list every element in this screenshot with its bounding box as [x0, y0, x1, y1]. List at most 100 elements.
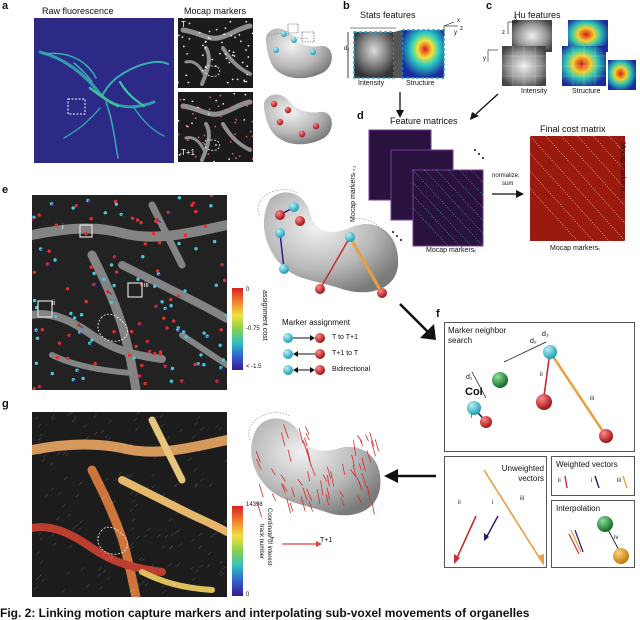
panel-b-label: b	[343, 0, 350, 12]
assignment-legend-glyphs	[283, 333, 325, 375]
weighted-vectors-title: Weighted vectors	[556, 460, 618, 469]
unweighted-vectors-box	[444, 456, 547, 568]
panel-g-label: g	[2, 398, 9, 410]
organelle-3d-shapes	[263, 23, 332, 145]
sum-label: sum	[502, 181, 514, 187]
f-d3: d₃	[542, 331, 549, 338]
b-intensity-label: Intensity	[358, 80, 385, 87]
interpolation-box	[551, 500, 635, 568]
stats-features-cubes	[347, 21, 458, 79]
feature-arrows	[396, 92, 499, 120]
assignment-cost-colorbar	[232, 288, 243, 370]
b-x-axis: x	[457, 18, 460, 24]
b-z-axis: z	[460, 26, 463, 32]
f-d2: d₂	[530, 338, 537, 345]
marker-neighbor-search-box	[444, 322, 635, 452]
matrix-front	[412, 169, 484, 247]
f-ii: ii	[540, 372, 543, 378]
legend-t1-to-t	[283, 349, 325, 359]
b-y-axis: y	[454, 30, 457, 36]
mocap-frame-t1	[178, 92, 253, 162]
feature-matrices-stack	[368, 129, 484, 247]
g-cb-min: 0	[246, 592, 250, 598]
b-structure-label: Structure	[406, 80, 435, 87]
mocap-t-label: T	[181, 20, 186, 29]
b-d1: d₁	[344, 46, 350, 52]
normalize-label: normalize,	[492, 173, 520, 179]
g-t1-label: T+1	[320, 537, 333, 544]
feature-matrices-title: Feature matrices	[390, 116, 458, 126]
legend-t-to-t1	[283, 333, 325, 343]
final-cost-title: Final cost matrix	[540, 124, 606, 134]
panel-c-label: c	[486, 0, 493, 12]
legend-label-t1-to-t: T+1 to T	[332, 350, 359, 357]
cb-tick-mid: -0.75	[246, 326, 260, 332]
c-z-axis: z	[502, 30, 505, 36]
weighted-vectors	[564, 475, 628, 489]
f-iii: iii	[590, 396, 594, 402]
mocap-frame-t	[178, 18, 253, 88]
arrow-f-to-g	[384, 469, 436, 483]
mocap-markers-title: Mocap markers	[184, 6, 247, 16]
panel-d-label: d	[357, 110, 364, 122]
w-ii: ii	[558, 478, 561, 484]
legend-label-t-to-t1: T to T+1	[332, 334, 359, 341]
d-x-axis-label: Mocap markersₜ	[426, 247, 477, 254]
g-t-label: T	[270, 537, 275, 544]
cb-tick-0: 0	[246, 287, 250, 293]
unweighted-title-1: Unweighted	[501, 464, 544, 473]
final-x-axis-label: Mocap markersₜ	[550, 245, 601, 252]
mocap-t1-label: T+1	[181, 148, 196, 157]
c-structure-label: Structure	[572, 88, 601, 95]
u-i: i	[492, 500, 494, 506]
interpolation-diagram	[568, 516, 629, 564]
c-intensity-label: Intensity	[521, 88, 548, 95]
g-cb-max: 14398	[246, 502, 263, 508]
t-to-t1-arrow	[282, 541, 322, 547]
coi-label: CoI	[465, 386, 483, 398]
w-iii: iii	[617, 478, 621, 484]
w-i: i	[591, 478, 593, 484]
track-vector-image	[32, 412, 227, 597]
figure-caption: Fig. 2: Linking motion capture markers a…	[0, 606, 530, 620]
u-iii: iii	[520, 496, 524, 502]
vector-field-3d-organelle	[248, 412, 381, 518]
unweighted-title-2: vectors	[518, 474, 544, 483]
e-box-iii: iii	[144, 282, 149, 289]
assignment-image	[32, 195, 227, 390]
f-i: i	[471, 414, 473, 420]
e-box-ii: ii	[52, 300, 56, 307]
hu-features-title: Hu features	[514, 10, 561, 20]
neighbor-search-title-2: search	[448, 336, 473, 345]
raw-fluorescence-image	[34, 18, 174, 163]
final-y-axis-label: Mocap markersₜ₊₁	[619, 142, 626, 199]
hu-grid-lines	[502, 46, 606, 86]
sum-arrow	[492, 190, 524, 198]
c-x-axis: x	[514, 16, 517, 22]
stats-features-title: Stats features	[360, 10, 416, 20]
panel-a-label: a	[2, 0, 9, 12]
legend-label-bidirectional: Bidirectional	[332, 366, 371, 373]
legend-bidirectional	[283, 365, 325, 375]
hu-features-grids	[487, 20, 636, 90]
unweighted-vectors	[454, 469, 544, 566]
panel-e-label: e	[2, 184, 9, 196]
cb-tick-min: < -1.5	[246, 364, 262, 370]
panel-f-label: f	[436, 308, 440, 320]
u-ii: ii	[458, 500, 461, 506]
arrow-e-to-f	[399, 303, 436, 340]
f-d1: d₁	[466, 374, 473, 381]
interp-iv: iv	[614, 535, 619, 541]
neighbor-search-title-1: Marker neighbor	[448, 326, 507, 335]
e-box-i: i	[62, 224, 64, 231]
marker-assignment-title: Marker assignment	[282, 318, 351, 327]
final-cost-matrix	[530, 136, 625, 241]
track-number-colorbar	[232, 506, 243, 596]
weighted-vectors-box	[551, 456, 635, 496]
c-y-axis: y	[483, 56, 486, 62]
neighbor-search-diagram	[467, 341, 613, 443]
interpolation-title: Interpolation	[556, 504, 601, 513]
assignment-3d-organelle	[257, 189, 399, 298]
raw-fluorescence-title: Raw fluorescence	[42, 6, 114, 16]
